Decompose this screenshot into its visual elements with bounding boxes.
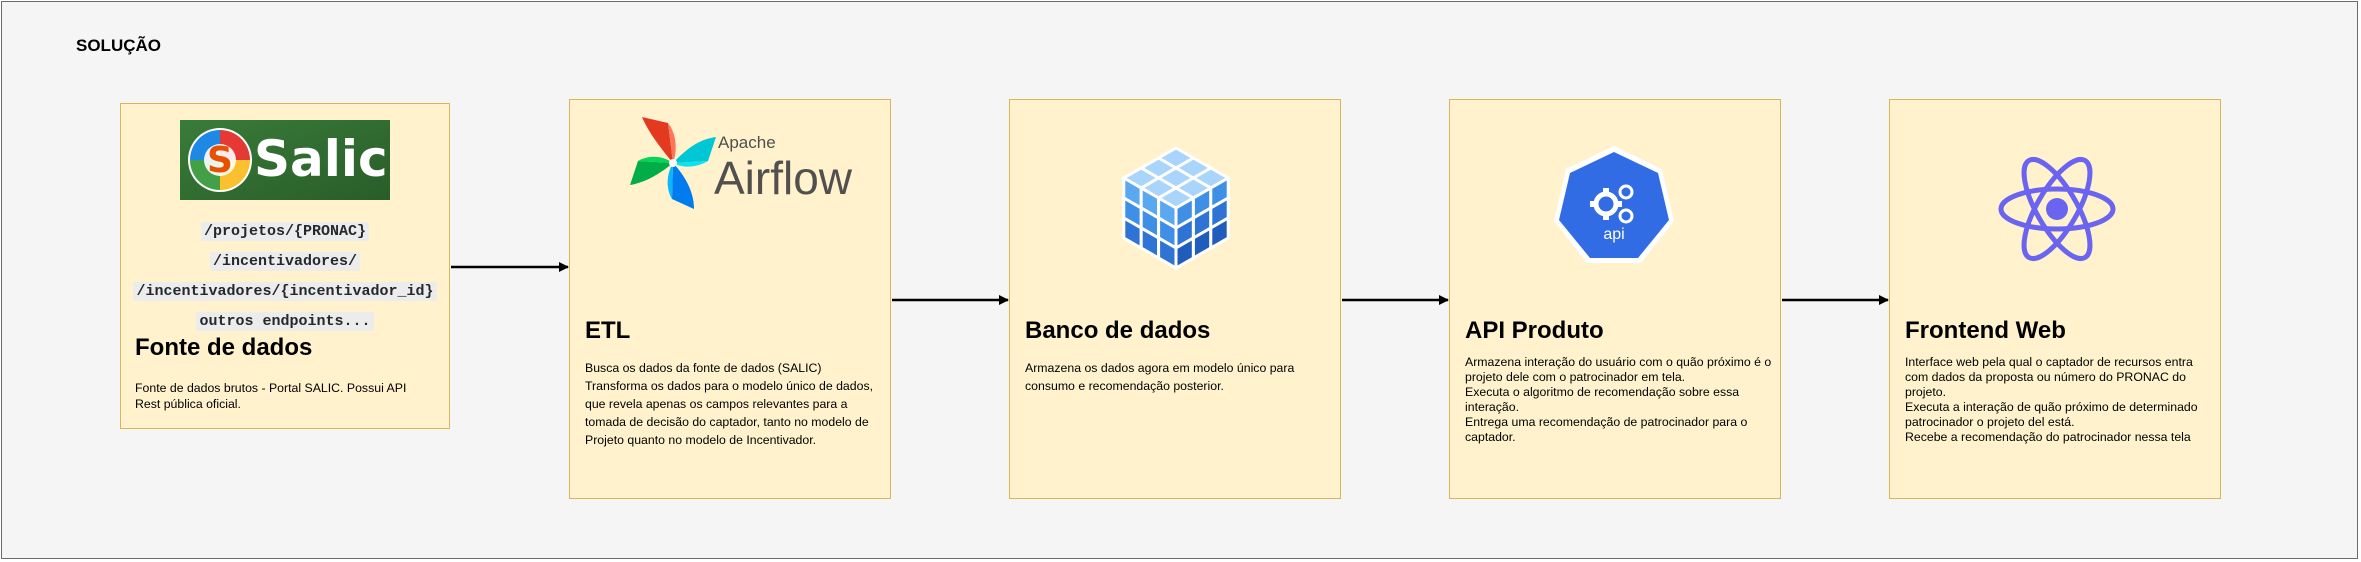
card-description: Busca os dados da fonte de dados (SALIC)…: [585, 361, 874, 447]
svg-text:S: S: [207, 140, 233, 181]
endpoint-item: /incentivadores/{incentivador_id}: [121, 277, 449, 307]
card-banco-de-dados[interactable]: Banco de dados Armazena os dados agora e…: [1009, 99, 1341, 499]
card-title: Frontend Web: [1905, 317, 2066, 344]
api-icon-label: api: [1603, 226, 1625, 243]
database-cube-icon: [1108, 140, 1244, 276]
card-etl[interactable]: Apache Airflow ETL Busca os dados da fon…: [569, 99, 891, 499]
card-title: ETL: [585, 317, 631, 344]
card-title: API Produto: [1465, 317, 1604, 344]
card-title: Banco de dados: [1025, 317, 1211, 344]
airflow-logo-top: Apache: [718, 133, 776, 152]
card-fonte-de-dados[interactable]: S Salic /projetos/{PRONAC} /incentivador…: [120, 103, 450, 429]
card-frontend-web[interactable]: Frontend Web Interface web pela qual o c…: [1889, 99, 2221, 499]
frame-title: SOLUÇÃO: [76, 36, 161, 55]
apache-airflow-logo: Apache Airflow: [628, 115, 852, 211]
card-title: Fonte de dados: [135, 334, 313, 361]
react-icon: [1996, 145, 2118, 273]
card-description: Armazena os dados agora em modelo único …: [1025, 361, 1295, 393]
airflow-logo-main: Airflow: [714, 152, 853, 204]
card-api-produto[interactable]: api API Produto Armazena interação do us…: [1449, 99, 1781, 499]
card-description: Armazena interação do usuário com o quão…: [1465, 355, 1772, 444]
kubernetes-api-icon: api: [1548, 142, 1680, 274]
salic-logo-text: Salic: [254, 130, 388, 188]
endpoint-item: outros endpoints...: [121, 307, 449, 337]
salic-logo: S Salic: [180, 120, 390, 200]
endpoint-item: /projetos/{PRONAC}: [121, 217, 449, 247]
card-description: Interface web pela qual o captador de re…: [1905, 355, 2198, 444]
card-description: Fonte de dados brutos - Portal SALIC. Po…: [135, 381, 407, 411]
endpoint-list: /projetos/{PRONAC} /incentivadores/ /inc…: [121, 217, 449, 337]
endpoint-item: /incentivadores/: [121, 247, 449, 277]
